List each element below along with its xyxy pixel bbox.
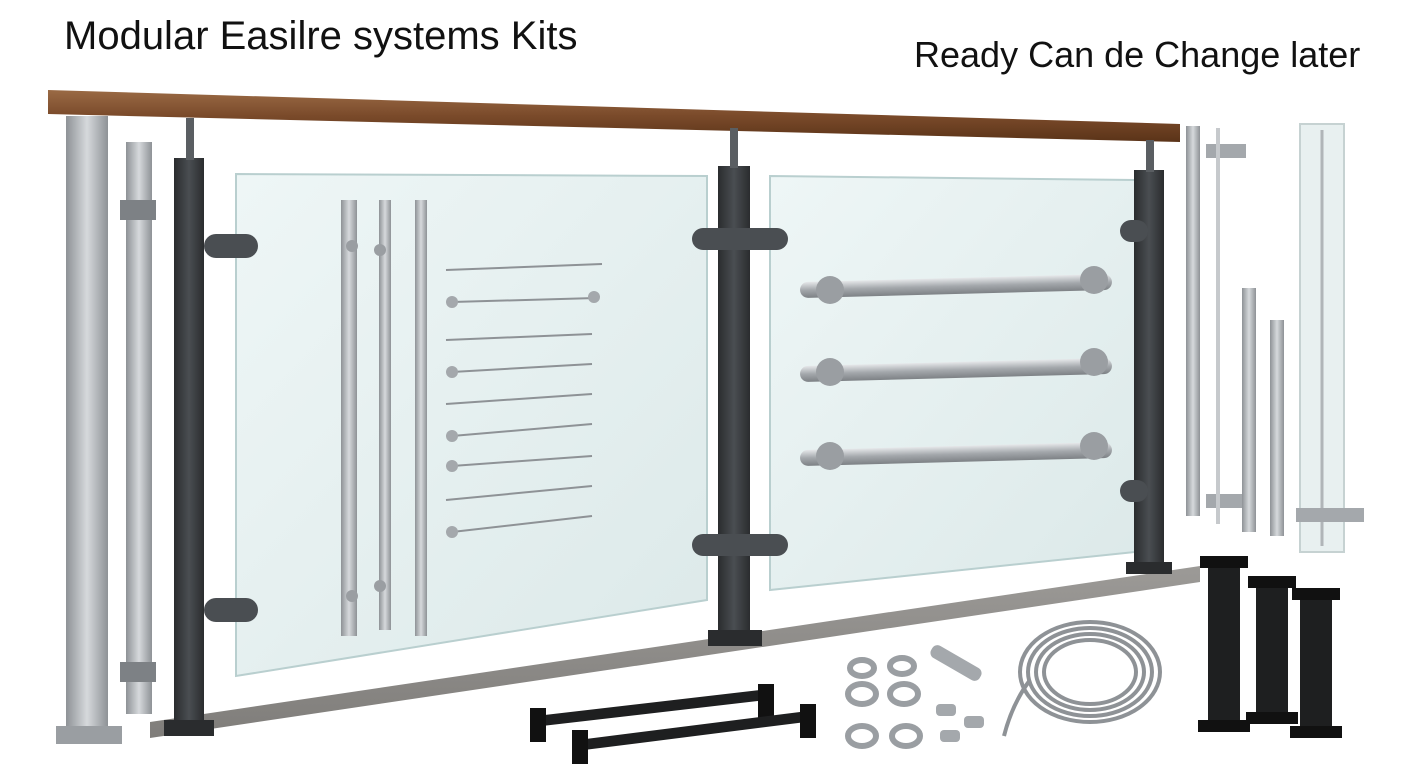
heading-right: Ready Can de Change later <box>914 34 1361 75</box>
dark-post-right <box>1120 140 1172 574</box>
silver-post-left <box>56 116 122 744</box>
glass-panel-left <box>235 172 708 678</box>
post-base-mounts <box>1198 556 1342 738</box>
cable-infill-lines <box>445 263 603 533</box>
spare-post-short <box>1242 288 1284 536</box>
concrete-base <box>150 566 1200 738</box>
wooden-handrail <box>48 90 1180 142</box>
spare-post-thin <box>1186 126 1246 524</box>
vertical-bar-set <box>341 200 427 636</box>
heading-left: Modular Easilre systems Kits <box>64 14 578 58</box>
dark-post-middle <box>692 128 788 646</box>
clear-panel-strip <box>1296 123 1364 553</box>
dark-post-left <box>164 118 258 736</box>
cable-terminals <box>446 291 600 538</box>
split-rings <box>845 655 923 749</box>
horizontal-rod-set <box>800 266 1112 470</box>
turnbuckles <box>930 645 984 742</box>
black-stand-bars <box>530 684 816 764</box>
coiled-steel-cable <box>1002 620 1162 737</box>
silver-post-clamped <box>120 142 156 714</box>
